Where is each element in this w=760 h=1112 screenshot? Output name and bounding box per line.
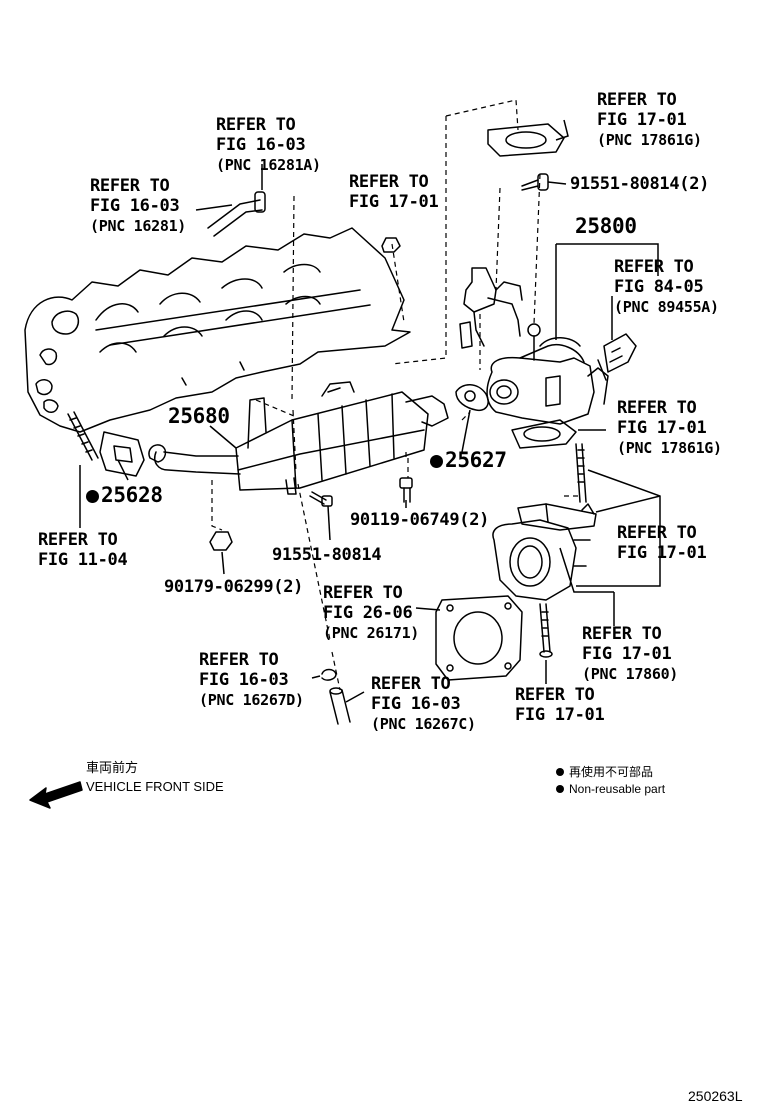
refer-line1: REFER TO <box>38 530 118 550</box>
part-number-nut-lower: 90179-06299(2) <box>164 577 304 597</box>
refer-line2: FIG 16-03 <box>216 135 306 155</box>
stud-bolt-left <box>67 411 99 461</box>
vehicle-front-label-en: VEHICLE FRONT SIDE <box>86 779 224 794</box>
nut-top-left <box>381 237 401 253</box>
refer-fig-84-05-pnc-89455a: REFER TO FIG 84-05 (PNC 89455A) <box>614 257 719 317</box>
refer-line2: FIG 11-04 <box>38 550 128 570</box>
refer-line2: FIG 17-01 <box>617 543 707 563</box>
part-number-25628-text: 25628 <box>101 483 163 507</box>
refer-pnc: (PNC 17861G) <box>617 439 722 457</box>
gasket-17861g-mid <box>511 419 577 449</box>
part-number-25627-text: 25627 <box>445 448 507 472</box>
refer-line2: FIG 17-01 <box>582 644 672 664</box>
bullet-dot-icon <box>556 785 564 793</box>
refer-line1: REFER TO <box>90 176 170 196</box>
refer-line2: FIG 16-03 <box>199 670 289 690</box>
refer-pnc: (PNC 17860) <box>582 665 679 683</box>
refer-line1: REFER TO <box>582 624 662 644</box>
refer-line2: FIG 16-03 <box>90 196 180 216</box>
refer-fig-17-01-pnc-17861g-top: REFER TO FIG 17-01 (PNC 17861G) <box>597 90 702 150</box>
refer-line1: REFER TO <box>617 523 697 543</box>
refer-pnc: (PNC 17861G) <box>597 131 702 149</box>
refer-line1: REFER TO <box>199 650 279 670</box>
refer-fig-16-03-pnc-16281: REFER TO FIG 16-03 (PNC 16281) <box>90 176 186 236</box>
refer-line1: REFER TO <box>349 172 429 192</box>
refer-fig-26-06-pnc-26171: REFER TO FIG 26-06 (PNC 26171) <box>323 583 419 643</box>
refer-fig-16-03-pnc-16267c: REFER TO FIG 16-03 (PNC 16267C) <box>371 674 476 734</box>
egr-valve-assy <box>486 323 609 425</box>
refer-line1: REFER TO <box>323 583 403 603</box>
gasket-26171 <box>435 595 523 681</box>
refer-line2: FIG 17-01 <box>515 705 605 725</box>
part-number-25680: 25680 <box>168 404 230 428</box>
legend-jp-text: 再使用不可部品 <box>569 765 654 779</box>
part-number-25800: 25800 <box>575 214 637 238</box>
refer-fig-17-01-left: REFER TO FIG 17-01 <box>349 172 439 212</box>
refer-line2: FIG 17-01 <box>597 110 687 130</box>
egr-cooler <box>148 381 449 495</box>
non-reusable-dot-icon <box>86 490 99 503</box>
refer-line1: REFER TO <box>597 90 677 110</box>
refer-fig-17-01-pnc-17861g-mid: REFER TO FIG 17-01 (PNC 17861G) <box>617 398 722 458</box>
refer-line1: REFER TO <box>371 674 451 694</box>
stud-bolt-right-top <box>575 443 587 503</box>
refer-pnc: (PNC 16281A) <box>216 156 321 174</box>
refer-pnc: (PNC 26171) <box>323 624 420 642</box>
vehicle-front-arrow <box>29 781 83 809</box>
part-number-25627: 25627 <box>430 448 507 472</box>
refer-fig-17-01-right: REFER TO FIG 17-01 <box>617 523 707 563</box>
valve-bracket <box>459 267 523 349</box>
refer-line2: FIG 17-01 <box>349 192 439 212</box>
hose-16267c <box>329 687 351 725</box>
refer-line2: FIG 84-05 <box>614 277 704 297</box>
stud-bolt-right-bottom <box>539 603 553 658</box>
refer-line2: FIG 16-03 <box>371 694 461 714</box>
throttle-body <box>492 503 597 601</box>
refer-fig-17-01-bottom: REFER TO FIG 17-01 <box>515 685 605 725</box>
vehicle-front-label-jp: 車両前方 <box>86 760 139 775</box>
legend-non-reusable-en: Non-reusable part <box>556 781 665 798</box>
bullet-dot-icon <box>556 768 564 776</box>
nut-90179 <box>209 531 233 551</box>
refer-pnc: (PNC 16267C) <box>371 715 476 733</box>
part-number-25628: 25628 <box>86 483 163 507</box>
gasket-17861g-top <box>487 123 565 157</box>
bolt-91551-lower <box>309 491 333 507</box>
gasket-25628 <box>99 431 145 477</box>
part-number-bolt-mid: 90119-06749(2) <box>350 510 490 530</box>
refer-fig-16-03-pnc-16267d: REFER TO FIG 16-03 (PNC 16267D) <box>199 650 304 710</box>
clamp-16267d <box>321 668 337 681</box>
refer-line1: REFER TO <box>216 115 296 135</box>
refer-line1: REFER TO <box>617 398 697 418</box>
diagram-code: 250263L <box>688 1088 743 1104</box>
refer-line1: REFER TO <box>614 257 694 277</box>
sensor-connector <box>597 333 637 381</box>
refer-line1: REFER TO <box>515 685 595 705</box>
gasket-25627 <box>455 384 489 412</box>
refer-pnc: (PNC 16281) <box>90 217 187 235</box>
refer-fig-11-04: REFER TO FIG 11-04 <box>38 530 128 570</box>
refer-pnc: (PNC 89455A) <box>614 298 719 316</box>
hose-16281 <box>207 191 266 237</box>
refer-line2: FIG 17-01 <box>617 418 707 438</box>
refer-line2: FIG 26-06 <box>323 603 413 623</box>
bolt-90119 <box>399 477 413 503</box>
refer-fig-16-03-pnc-16281a: REFER TO FIG 16-03 (PNC 16281A) <box>216 115 321 175</box>
legend-non-reusable-jp: 再使用不可部品 <box>556 764 653 781</box>
part-number-bolt-lower: 91551-80814 <box>272 545 382 565</box>
legend-en-text: Non-reusable part <box>569 782 666 796</box>
part-number-bolt-top: 91551-80814(2) <box>570 174 710 194</box>
cylinder-head-outline <box>24 227 411 433</box>
bolt-top <box>521 173 549 191</box>
refer-pnc: (PNC 16267D) <box>199 691 304 709</box>
refer-fig-17-01-pnc-17860: REFER TO FIG 17-01 (PNC 17860) <box>582 624 678 684</box>
non-reusable-dot-icon <box>430 455 443 468</box>
